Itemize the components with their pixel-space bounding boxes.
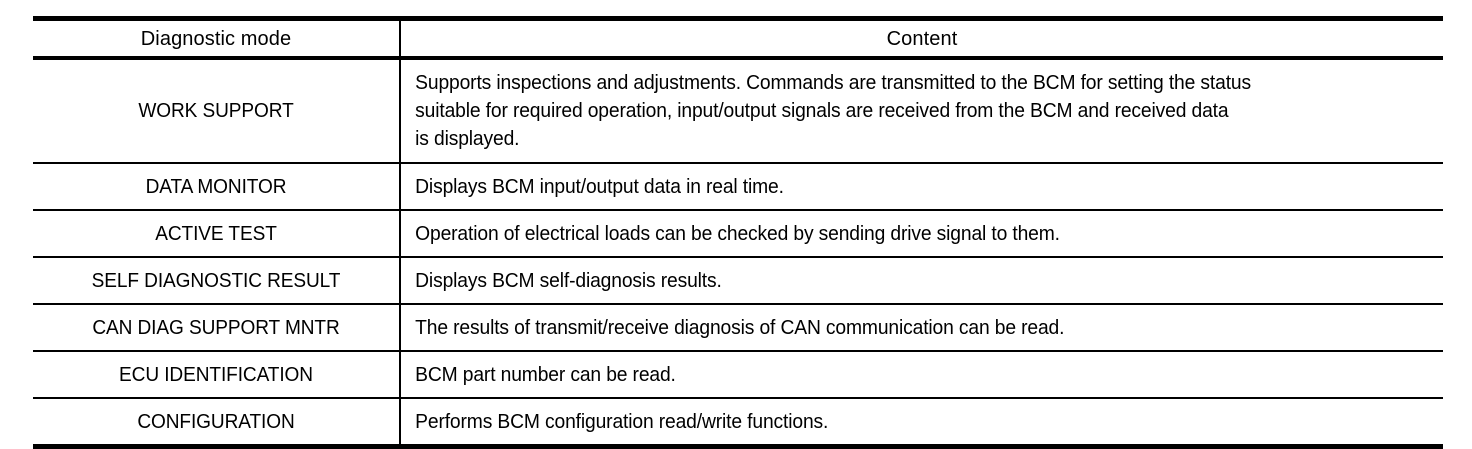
table-body: WORK SUPPORT Supports inspections and ad… (33, 58, 1443, 449)
header-cell-content: Content (400, 16, 1443, 60)
cell-mode-data-monitor: DATA MONITOR (33, 163, 401, 211)
document-sheet: Diagnostic mode Content WORK SUPPORT Sup… (33, 16, 1443, 449)
content-line: is displayed. (415, 127, 520, 150)
diagnostic-mode-table: Diagnostic mode Content WORK SUPPORT Sup… (33, 16, 1443, 449)
content-text: Displays BCM input/output data in real t… (402, 173, 1380, 201)
mode-label: ACTIVE TEST (155, 221, 277, 245)
header-cell-diagnostic-mode: Diagnostic mode (33, 16, 401, 60)
cell-mode-work-support: WORK SUPPORT (33, 58, 401, 164)
cell-mode-ecu-identification: ECU IDENTIFICATION (33, 351, 401, 399)
content-text: Performs BCM configuration read/write fu… (402, 408, 1380, 436)
content-text: BCM part number can be read. (402, 361, 1380, 389)
table-row: WORK SUPPORT Supports inspections and ad… (33, 58, 1443, 164)
cell-content-work-support: Supports inspections and adjustments. Co… (400, 58, 1443, 164)
cell-content-active-test: Operation of electrical loads can be che… (400, 210, 1443, 258)
content-line: suitable for required operation, input/o… (415, 99, 1229, 122)
content-line: Supports inspections and adjustments. Co… (415, 71, 1251, 94)
cell-mode-self-diagnostic-result: SELF DIAGNOSTIC RESULT (33, 257, 401, 305)
table-header-row: Diagnostic mode Content (33, 16, 1443, 60)
table-header: Diagnostic mode Content (33, 16, 1443, 60)
content-line: Displays BCM self-diagnosis results. (415, 268, 722, 292)
content-text: Supports inspections and adjustments. Co… (402, 67, 1380, 155)
cell-mode-can-diag-support-mntr: CAN DIAG SUPPORT MNTR (33, 304, 401, 352)
header-label-content: Content (886, 27, 958, 50)
mode-label: SELF DIAGNOSTIC RESULT (91, 268, 341, 292)
content-text: Operation of electrical loads can be che… (402, 220, 1380, 248)
cell-content-self-diagnostic-result: Displays BCM self-diagnosis results. (400, 257, 1443, 305)
content-line: BCM part number can be read. (415, 362, 676, 386)
content-line: Operation of electrical loads can be che… (415, 221, 1060, 245)
mode-label: DATA MONITOR (145, 174, 287, 198)
content-text: Displays BCM self-diagnosis results. (402, 267, 1380, 295)
mode-label: ECU IDENTIFICATION (119, 362, 313, 386)
header-label-diagnostic-mode: Diagnostic mode (140, 27, 292, 50)
content-line: Performs BCM configuration read/write fu… (415, 409, 829, 433)
table-row: SELF DIAGNOSTIC RESULT Displays BCM self… (33, 257, 1443, 305)
mode-label: CAN DIAG SUPPORT MNTR (92, 315, 340, 339)
cell-content-ecu-identification: BCM part number can be read. (400, 351, 1443, 399)
table-row: CAN DIAG SUPPORT MNTR The results of tra… (33, 304, 1443, 352)
cell-content-configuration: Performs BCM configuration read/write fu… (400, 398, 1443, 449)
cell-content-data-monitor: Displays BCM input/output data in real t… (400, 163, 1443, 211)
cell-mode-active-test: ACTIVE TEST (33, 210, 401, 258)
content-text: The results of transmit/receive diagnosi… (402, 314, 1380, 342)
table-row: ECU IDENTIFICATION BCM part number can b… (33, 351, 1443, 399)
table-row: CONFIGURATION Performs BCM configuration… (33, 398, 1443, 449)
content-line: Displays BCM input/output data in real t… (415, 174, 784, 198)
table-row: DATA MONITOR Displays BCM input/output d… (33, 163, 1443, 211)
content-line: The results of transmit/receive diagnosi… (415, 315, 1065, 339)
cell-content-can-diag-support-mntr: The results of transmit/receive diagnosi… (400, 304, 1443, 352)
mode-label: CONFIGURATION (137, 409, 295, 433)
table-row: ACTIVE TEST Operation of electrical load… (33, 210, 1443, 258)
cell-mode-configuration: CONFIGURATION (33, 398, 401, 449)
mode-label: WORK SUPPORT (138, 99, 294, 123)
